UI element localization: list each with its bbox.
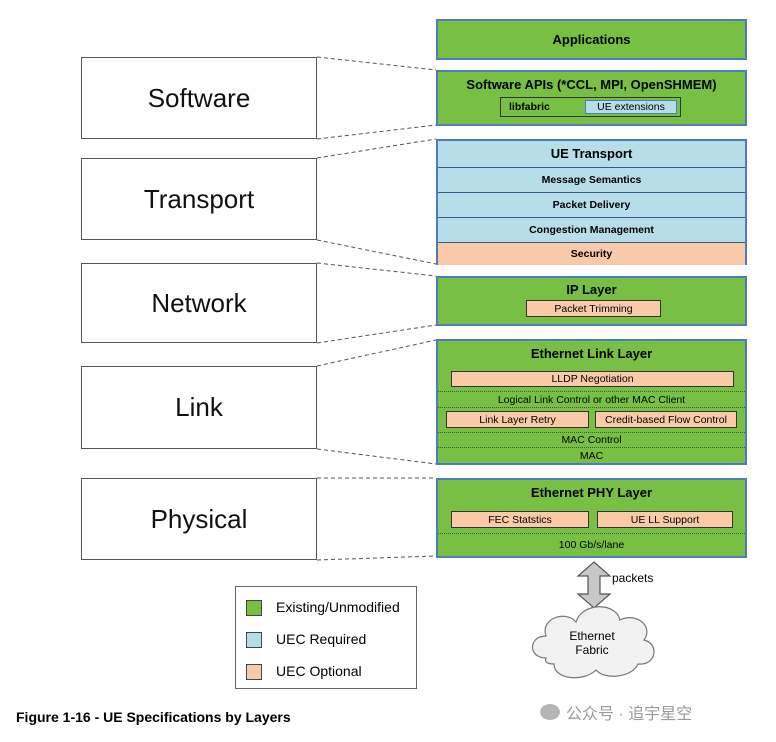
legend-label-required: UEC Required xyxy=(276,631,367,647)
legend-swatch-existing xyxy=(246,600,262,616)
llc-row: Logical Link Control or other MAC Client xyxy=(438,391,745,407)
fec-statistics-box: FEC Statstics xyxy=(451,511,589,528)
libfabric-label: libfabric xyxy=(509,101,550,113)
legend-box: Existing/Unmodified UEC Required UEC Opt… xyxy=(235,586,417,689)
ethernet-link-layer-box: Ethernet Link Layer LLDP Negotiation Log… xyxy=(436,339,747,465)
cloud-label: Ethernet Fabric xyxy=(556,629,628,657)
software-apis-title: Software APIs (*CCL, MPI, OpenSHMEM) xyxy=(466,77,717,92)
ethernet-link-title: Ethernet Link Layer xyxy=(530,346,653,361)
applications-label: Applications xyxy=(552,32,631,47)
watermark-text: 公众号 · 追宇星空 xyxy=(566,706,693,723)
ethernet-phy-layer-box: Ethernet PHY Layer FEC Statstics UE LL S… xyxy=(436,478,747,558)
congestion-management-row: Congestion Management xyxy=(438,217,745,242)
libfabric-box: libfabric UE extensions xyxy=(500,97,681,117)
wechat-icon xyxy=(540,704,560,720)
ethernet-phy-title: Ethernet PHY Layer xyxy=(530,485,653,500)
llc-row-divider xyxy=(438,407,745,408)
layer-transport: Transport xyxy=(81,158,317,240)
cloud-label-line1: Ethernet xyxy=(569,629,615,643)
layer-link: Link xyxy=(81,366,317,449)
packets-label: packets xyxy=(612,571,654,585)
software-apis-box: Software APIs (*CCL, MPI, OpenSHMEM) lib… xyxy=(436,70,747,126)
ue-transport-title: UE Transport xyxy=(550,146,633,161)
legend-label-existing: Existing/Unmodified xyxy=(276,599,400,615)
ip-layer-title: IP Layer xyxy=(566,282,617,297)
lane-row: 100 Gb/s/lane xyxy=(438,533,745,556)
ue-extensions-box: UE extensions xyxy=(585,100,677,114)
cloud-label-line2: Fabric xyxy=(575,643,609,657)
legend-label-optional: UEC Optional xyxy=(276,663,362,679)
ip-layer-box: IP Layer Packet Trimming xyxy=(436,276,747,326)
message-semantics-row: Message Semantics xyxy=(438,167,745,192)
layer-network: Network xyxy=(81,263,317,343)
ue-extensions-label: UE extensions xyxy=(597,101,665,113)
legend-swatch-required xyxy=(246,632,262,648)
cloud-icon xyxy=(531,606,655,679)
ue-ll-support-box: UE LL Support xyxy=(597,511,733,528)
layer-software: Software xyxy=(81,57,317,139)
layer-physical: Physical xyxy=(81,478,317,560)
ue-transport-box: UE Transport Message Semantics Packet De… xyxy=(436,139,747,265)
mac-row: MAC xyxy=(438,447,745,463)
lldp-negotiation-box: LLDP Negotiation xyxy=(451,371,734,387)
link-layer-retry-box: Link Layer Retry xyxy=(446,411,589,428)
applications-box: Applications xyxy=(436,19,747,60)
watermark: 公众号 · 追宇星空 xyxy=(540,700,692,724)
credit-based-flow-control-box: Credit-based Flow Control xyxy=(595,411,737,428)
figure-caption: Figure 1-16 - UE Specifications by Layer… xyxy=(16,709,291,725)
packet-delivery-row: Packet Delivery xyxy=(438,192,745,217)
legend-swatch-optional xyxy=(246,664,262,680)
mac-control-row: MAC Control xyxy=(438,432,745,447)
security-row: Security xyxy=(438,242,745,265)
packet-trimming-box: Packet Trimming xyxy=(526,300,661,317)
